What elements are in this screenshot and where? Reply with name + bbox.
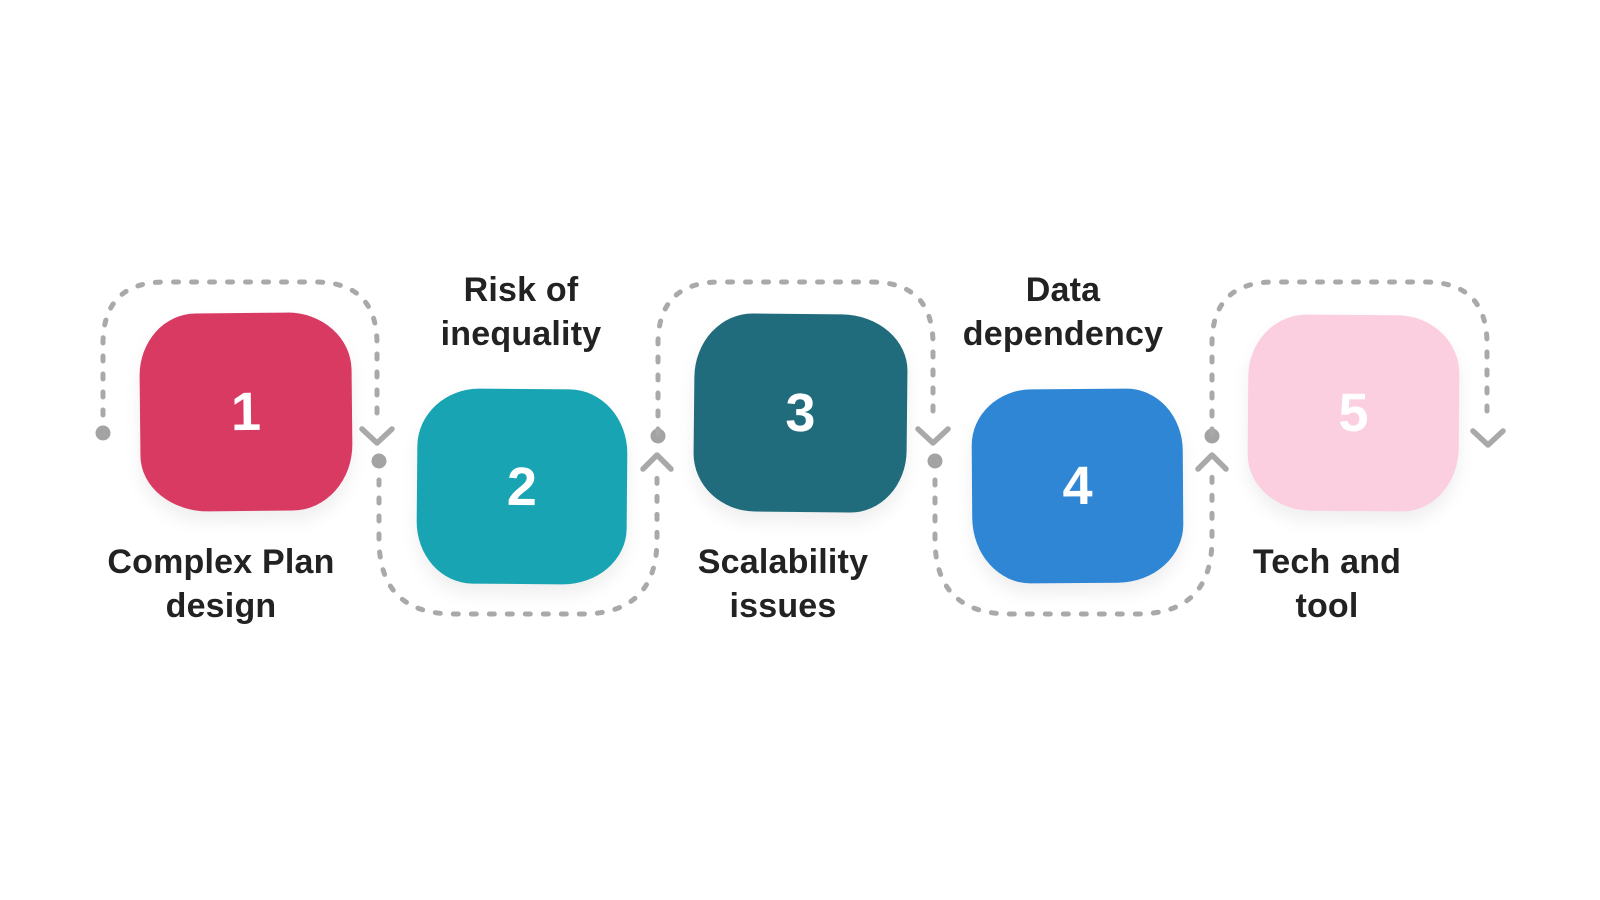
step-5-shape: 5: [1247, 314, 1460, 512]
connector-arc-1: [100, 279, 380, 436]
arrow-up-icon: [640, 452, 674, 472]
connector-arc-5: [1209, 279, 1490, 437]
step-3-shape: 3: [692, 312, 909, 514]
arrow-down-icon: [359, 426, 395, 446]
step-3-number: 3: [785, 382, 816, 444]
step-4-label: Data dependency: [962, 271, 1164, 353]
step-4-shape: 4: [971, 388, 1184, 584]
step-1-shape: 1: [138, 311, 354, 513]
step-5-number: 5: [1338, 382, 1369, 444]
arrow-down-icon: [915, 426, 951, 446]
step-4-number: 4: [1062, 455, 1093, 517]
connector-arc-3: [655, 279, 936, 437]
step-2-number: 2: [506, 456, 538, 517]
step-2-shape: 2: [416, 388, 628, 585]
connector-arc-4: [932, 471, 1215, 617]
connector-dot: [927, 453, 943, 469]
arrow-down-icon: [1470, 428, 1506, 448]
step-1-label: Complex Plan design: [107, 543, 335, 625]
connector-dot: [371, 453, 387, 469]
connector-arc-2: [376, 471, 660, 617]
arrow-up-icon: [1195, 452, 1229, 472]
step-2-label: Risk of inequality: [440, 271, 602, 353]
connector-dot: [95, 425, 111, 441]
step-3-label: Scalability issues: [697, 543, 869, 625]
step-5-label: Tech and tool: [1252, 543, 1402, 625]
step-1-number: 1: [230, 381, 262, 443]
